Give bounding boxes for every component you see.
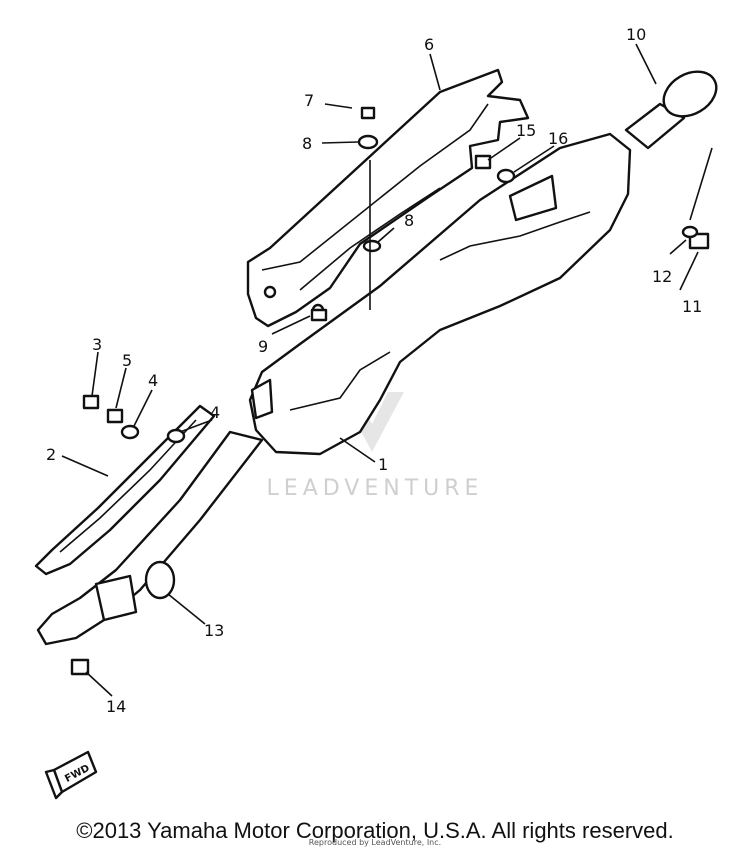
- callout-10: 10: [626, 25, 646, 44]
- part-pipe-protector: [34, 404, 216, 576]
- washer-4-right: [166, 428, 186, 444]
- bolt-11: [688, 232, 710, 250]
- callout-3: 3: [92, 335, 102, 354]
- callout-13: 13: [204, 621, 224, 640]
- bolt-14: [70, 658, 90, 676]
- washer-8-lower: [362, 239, 382, 253]
- callout-5: 5: [122, 351, 132, 370]
- washer-16: [496, 168, 516, 184]
- callouts: 1 2 3 4 4 5 6 7 8 8 9 10 11 12 13 14 15 …: [46, 25, 702, 716]
- nut-5: [106, 408, 124, 424]
- callout-8b: 8: [404, 211, 414, 230]
- callout-14: 14: [106, 697, 126, 716]
- callout-11: 11: [682, 297, 702, 316]
- callout-2: 2: [46, 445, 56, 464]
- copyright-notice: ©2013 Yamaha Motor Corporation, U.S.A. A…: [76, 818, 674, 843]
- bolt-7: [360, 106, 376, 120]
- callout-4b: 4: [210, 403, 220, 422]
- bolt-3: [82, 394, 100, 410]
- washer-8-upper: [357, 134, 379, 150]
- reproduced-by-notice: Reproduced by LeadVenture, Inc.: [308, 838, 442, 847]
- callout-8: 8: [302, 134, 312, 153]
- washer-12: [681, 225, 699, 239]
- callout-6: 6: [424, 35, 434, 54]
- fasteners: [70, 106, 710, 676]
- callout-16: 16: [548, 129, 568, 148]
- part-exhaust-pipe: [36, 430, 264, 646]
- forward-arrow: FWD: [44, 750, 98, 800]
- part-silencer-tip: [624, 70, 718, 150]
- callout-12: 12: [652, 267, 672, 286]
- bolt-9: [310, 308, 328, 322]
- washer-4-left: [120, 424, 140, 440]
- callout-1: 1: [378, 455, 388, 474]
- callout-15: 15: [516, 121, 536, 140]
- callout-7: 7: [304, 91, 314, 110]
- bolt-15: [474, 154, 492, 170]
- callout-4: 4: [148, 371, 158, 390]
- leader-lines: [61, 43, 713, 697]
- part-muffler: [248, 132, 632, 456]
- callout-9: 9: [258, 337, 268, 356]
- part-gasket: [144, 560, 176, 600]
- watermark-text: LEADVENTURE: [267, 476, 484, 501]
